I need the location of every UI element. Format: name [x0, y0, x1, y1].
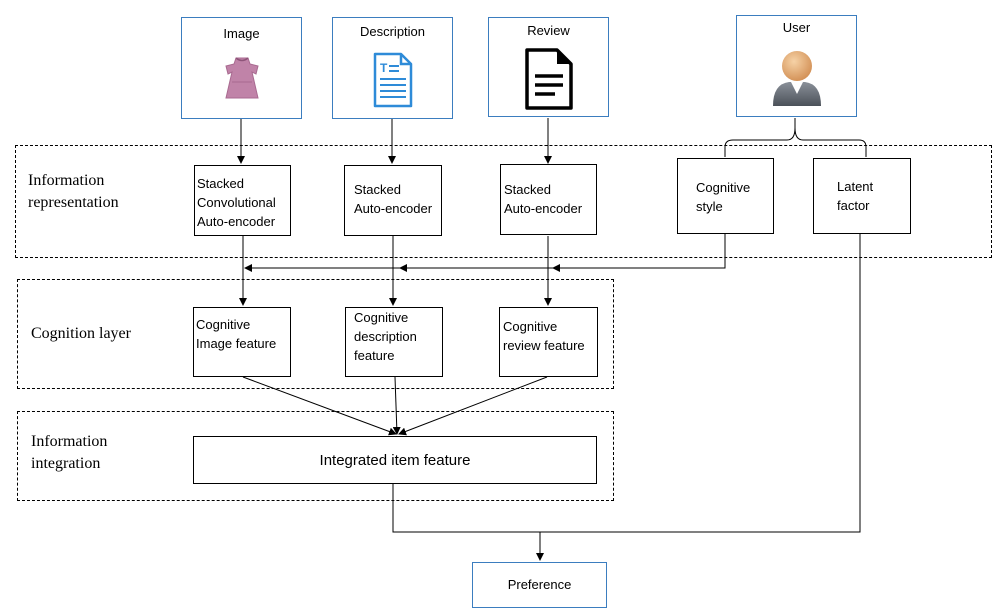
- review-encoder-box: Stacked Auto-encoder: [500, 164, 597, 235]
- preference-label: Preference: [507, 577, 572, 592]
- arrow-review-feature-to-integrated: [398, 376, 548, 436]
- cognitive-review-feature-label-line-2: review feature: [503, 338, 585, 353]
- cognitive-image-feature-label-line-2: Image feature: [196, 336, 277, 351]
- description-input-box: Description T: [332, 17, 453, 119]
- layer-label-cognition: Cognition layer: [31, 325, 131, 342]
- information-integration-region: [17, 411, 614, 501]
- review-title: Review: [527, 23, 570, 38]
- arrow-description-feature-to-integrated: [392, 376, 401, 435]
- cognitive-style-box: Cognitive style: [677, 158, 774, 234]
- image-encoder-label-line-2: Convolutional: [197, 195, 276, 210]
- cognitive-review-feature-label-line-1: Cognitive: [503, 319, 558, 334]
- cognitive-image-feature-label-line-1: Cognitive: [196, 317, 251, 332]
- svg-text:T: T: [380, 61, 388, 75]
- cognitive-review-feature-box: Cognitive review feature: [499, 307, 598, 377]
- image-input-box: Image: [181, 17, 302, 119]
- layer-label-information-representation: Information representation: [28, 172, 119, 211]
- latent-factor-box: Latent factor: [813, 158, 911, 234]
- user-avatar-icon: [773, 51, 821, 106]
- arrow-image-feature-to-integrated: [242, 376, 397, 436]
- user-input-box: User: [736, 15, 857, 117]
- image-encoder-box: Stacked Convolutional Auto-encoder: [194, 165, 291, 236]
- preference-box: Preference: [472, 562, 607, 608]
- dress-icon: [225, 57, 259, 99]
- description-encoder-box: Stacked Auto-encoder: [344, 165, 442, 236]
- review-encoder-label-line-2: Auto-encoder: [504, 201, 583, 216]
- layer-label-information-integration: Information integration: [31, 433, 108, 472]
- cognitive-style-label-line-1: Cognitive: [696, 180, 751, 195]
- integrated-to-preference-line: [392, 234, 861, 533]
- description-title: Description: [359, 24, 426, 39]
- information-representation-region: [15, 145, 992, 258]
- image-encoder-label-line-1: Stacked: [197, 176, 244, 191]
- latent-factor-label-line-2: factor: [837, 198, 870, 213]
- image-encoder-label-line-3: Auto-encoder: [197, 214, 276, 229]
- cognitive-description-feature-label-line-2: description: [354, 329, 417, 344]
- image-title: Image: [223, 26, 260, 41]
- cognitive-image-feature-box: Cognitive Image feature: [193, 307, 291, 377]
- cognition-layer-region: [17, 279, 614, 389]
- user-title: User: [782, 20, 811, 35]
- description-encoder-label-line-2: Auto-encoder: [354, 201, 433, 216]
- cognitive-style-label-line-2: style: [696, 199, 723, 214]
- text-document-icon: T: [373, 52, 413, 108]
- cognitive-description-feature-box: Cognitive description feature: [345, 307, 443, 377]
- integrated-item-feature-box: Integrated item feature: [193, 436, 597, 484]
- document-icon: [525, 48, 573, 110]
- review-encoder-label-line-1: Stacked: [504, 182, 551, 197]
- description-encoder-label-line-1: Stacked: [354, 182, 401, 197]
- integrated-item-feature-label: Integrated item feature: [319, 452, 471, 469]
- latent-factor-label-line-1: Latent: [837, 179, 874, 194]
- review-input-box: Review: [488, 17, 609, 117]
- cognitive-description-feature-label-line-1: Cognitive: [354, 310, 409, 325]
- cognitive-description-feature-label-line-3: feature: [354, 348, 395, 363]
